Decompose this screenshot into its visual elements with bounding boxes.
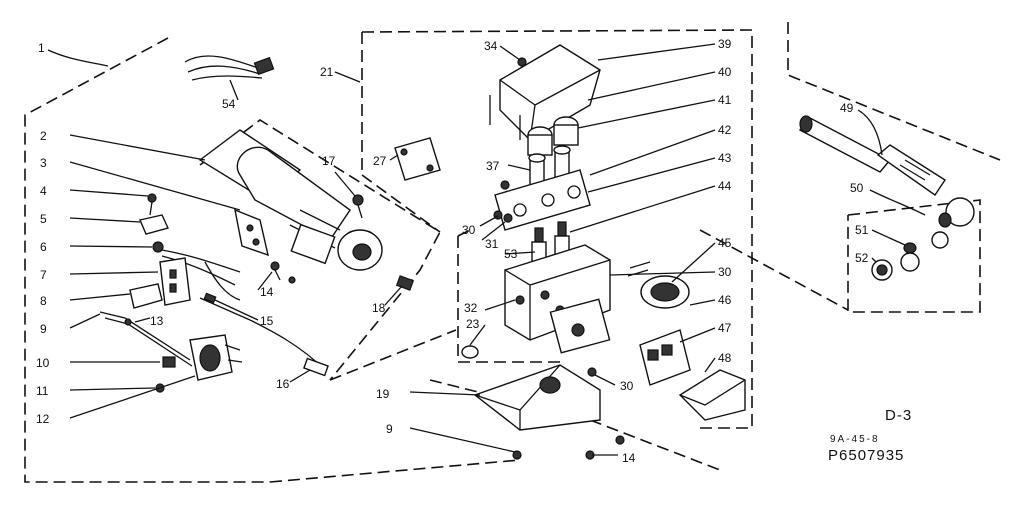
callout-14a: 14 bbox=[260, 285, 274, 299]
part-46-regulator bbox=[639, 329, 691, 386]
figure-code: 9A-45-8 bbox=[830, 434, 880, 445]
part-42-43-plate bbox=[494, 169, 591, 231]
part-number: P6507935 bbox=[828, 447, 904, 464]
part-6-connector-wires bbox=[152, 241, 241, 301]
callout-10: 10 bbox=[36, 356, 50, 370]
part-23-fitting bbox=[461, 345, 479, 359]
callout-50: 50 bbox=[850, 181, 864, 195]
part-3-bracket bbox=[234, 208, 269, 257]
callout-19: 19 bbox=[376, 387, 390, 401]
part-14b-screws bbox=[585, 435, 625, 460]
callout-52: 52 bbox=[855, 251, 869, 265]
callout-41: 41 bbox=[718, 93, 732, 107]
callout-49: 49 bbox=[840, 101, 854, 115]
callout-47: 47 bbox=[718, 321, 732, 335]
callout-9b: 9 bbox=[386, 422, 393, 436]
part-9b-screw bbox=[512, 450, 522, 460]
part-13-lever bbox=[99, 311, 193, 367]
callout-4: 4 bbox=[40, 184, 47, 198]
callout-8: 8 bbox=[40, 294, 47, 308]
callout-30a: 30 bbox=[462, 223, 476, 237]
part-8-actuator bbox=[129, 283, 163, 309]
part-49-tube bbox=[798, 115, 946, 196]
callout-21: 21 bbox=[320, 65, 334, 79]
part-27-gasket bbox=[394, 137, 441, 181]
callout-31: 31 bbox=[485, 237, 499, 251]
callout-2: 2 bbox=[40, 129, 47, 143]
callout-43: 43 bbox=[718, 151, 732, 165]
part-5-clip bbox=[139, 214, 169, 235]
callout-54: 54 bbox=[222, 97, 236, 111]
callout-40: 40 bbox=[718, 65, 732, 79]
callout-12: 12 bbox=[36, 412, 50, 426]
callout-32: 32 bbox=[464, 301, 478, 315]
callout-42: 42 bbox=[718, 123, 732, 137]
part-10-nut bbox=[162, 356, 176, 368]
callout-46: 46 bbox=[718, 293, 732, 307]
part-45-diaphragm bbox=[627, 261, 690, 309]
part-51-nut bbox=[903, 231, 949, 254]
part-39-solenoid-cover bbox=[489, 44, 601, 141]
callout-45: 45 bbox=[718, 236, 732, 250]
callout-53: 53 bbox=[504, 247, 518, 261]
part-47-48-bracket bbox=[678, 369, 746, 421]
callout-15: 15 bbox=[260, 314, 274, 328]
part-37-plungers bbox=[528, 145, 571, 189]
part-41-coils bbox=[527, 116, 579, 156]
callout-30b: 30 bbox=[718, 265, 732, 279]
callout-14b: 14 bbox=[622, 451, 636, 465]
callout-18: 18 bbox=[372, 301, 386, 315]
part-18-fitting bbox=[395, 275, 415, 291]
part-12-thermostat bbox=[189, 334, 243, 381]
callout-5: 5 bbox=[40, 212, 47, 226]
callout-34: 34 bbox=[484, 39, 498, 53]
callout-44: 44 bbox=[718, 179, 732, 193]
callout-11: 11 bbox=[36, 384, 49, 398]
part-7-switch-block bbox=[159, 257, 191, 306]
part-16-fitting bbox=[303, 357, 329, 377]
callout-9: 9 bbox=[40, 322, 47, 336]
callout-1: 1 bbox=[38, 41, 45, 55]
figure-identifiers: D-3 9A-45-8 P6507935 bbox=[828, 407, 912, 464]
callout-13: 13 bbox=[150, 314, 164, 328]
callout-30c: 30 bbox=[620, 379, 634, 393]
figure-id: D-3 bbox=[885, 407, 912, 424]
callout-16: 16 bbox=[276, 377, 290, 391]
callout-6: 6 bbox=[40, 240, 47, 254]
callout-labels: 1 2 3 4 5 6 7 8 9 10 11 12 13 14 15 16 1… bbox=[36, 37, 869, 465]
part-2-motor bbox=[198, 129, 383, 271]
callout-7: 7 bbox=[40, 268, 47, 282]
callout-3: 3 bbox=[40, 156, 47, 170]
boundary-lines bbox=[24, 22, 1001, 483]
callout-48: 48 bbox=[718, 351, 732, 365]
callout-37: 37 bbox=[486, 159, 500, 173]
callout-51: 51 bbox=[855, 223, 869, 237]
callout-39: 39 bbox=[718, 37, 732, 51]
part-50-fitting bbox=[938, 197, 975, 228]
part-19-mount-bracket bbox=[473, 364, 601, 431]
part-31-screws bbox=[500, 180, 513, 223]
callout-27: 27 bbox=[373, 154, 387, 168]
part-4-screw bbox=[147, 193, 157, 216]
part-17-screw bbox=[352, 194, 364, 219]
part-54-wire-lead bbox=[184, 55, 275, 81]
part-valve-body bbox=[504, 244, 611, 354]
callout-17: 17 bbox=[322, 154, 336, 168]
part-52-orifice bbox=[871, 252, 920, 281]
leader-lines bbox=[47, 43, 926, 456]
callout-23: 23 bbox=[466, 317, 480, 331]
part-14-screw bbox=[270, 261, 296, 284]
